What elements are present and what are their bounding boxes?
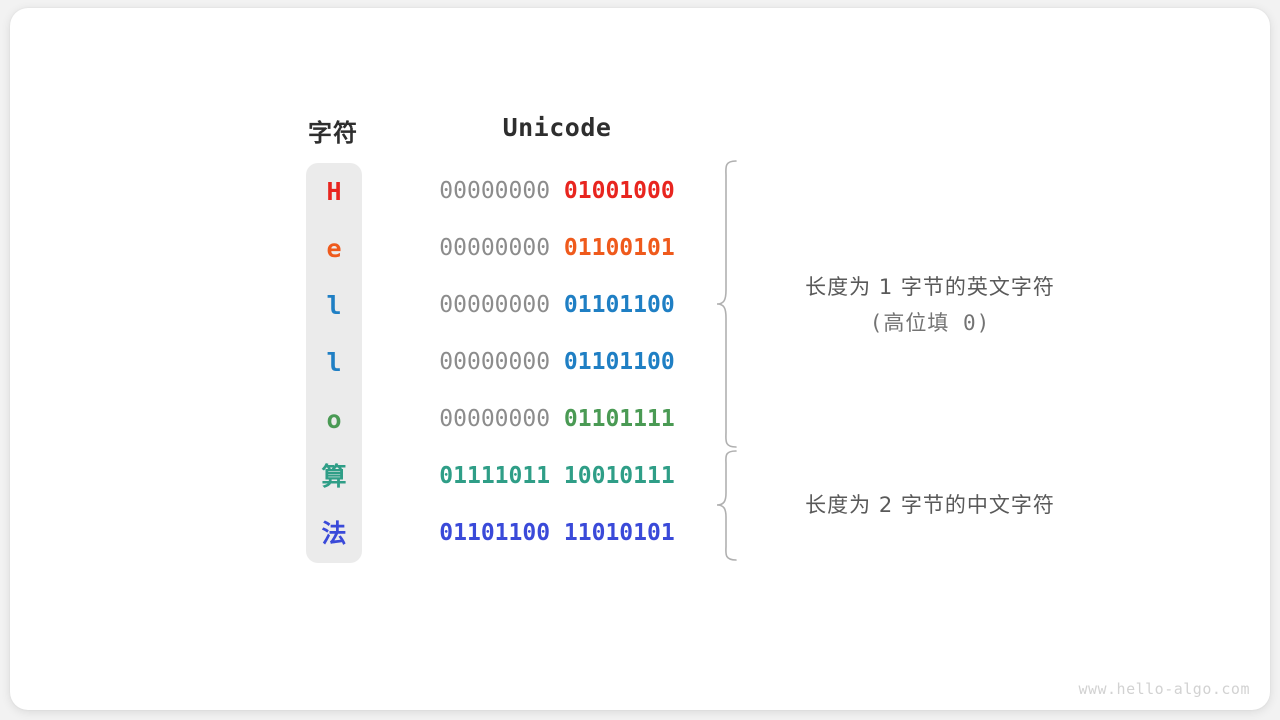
binary-code-row: 01111011 10010111: [417, 448, 697, 505]
high-byte: 00000000: [439, 406, 551, 432]
byte-separator: [550, 178, 564, 204]
byte-separator: [550, 406, 564, 432]
low-byte: 01101111: [563, 406, 675, 432]
char-cell: l: [326, 348, 342, 377]
high-byte: 00000000: [439, 349, 551, 375]
annotation-single-byte-line2: (高位填 0): [869, 311, 991, 335]
char-cell: 法: [321, 519, 347, 548]
low-byte: 01001000: [563, 178, 675, 204]
binary-code-row: 00000000 01101111: [417, 391, 697, 448]
annotation-double-byte-line1: 长度为 2 字节的中文字符: [805, 493, 1055, 517]
high-byte: 00000000: [439, 235, 551, 261]
binary-code-row: 00000000 01101100: [417, 277, 697, 334]
char-cell: l: [326, 291, 342, 320]
brace-double-byte: [716, 450, 737, 561]
char-cell: e: [326, 234, 342, 263]
low-byte: 11010101: [563, 520, 675, 546]
binary-code-row: 00000000 01001000: [417, 163, 697, 220]
binary-code-row: 00000000 01101100: [417, 334, 697, 391]
diagram-card: [10, 8, 1270, 710]
low-byte: 01100101: [563, 235, 675, 261]
char-column-background: [306, 163, 362, 563]
high-byte: 00000000: [439, 178, 551, 204]
byte-separator: [550, 235, 564, 261]
binary-code-row: 01101100 11010101: [417, 505, 697, 562]
column-header-unicode: Unicode: [502, 113, 612, 142]
column-header-char: 字符: [308, 120, 358, 147]
binary-code-row: 00000000 01100101: [417, 220, 697, 277]
byte-separator: [550, 520, 564, 546]
char-cell: o: [326, 405, 342, 434]
high-byte: 01111011: [439, 463, 551, 489]
watermark: www.hello-algo.com: [1078, 680, 1250, 698]
byte-separator: [550, 463, 564, 489]
brace-single-byte: [716, 160, 737, 448]
char-cell: H: [326, 177, 342, 206]
high-byte: 01101100: [439, 520, 551, 546]
high-byte: 00000000: [439, 292, 551, 318]
low-byte: 10010111: [563, 463, 675, 489]
low-byte: 01101100: [563, 349, 675, 375]
char-cell: 算: [321, 462, 347, 491]
byte-separator: [550, 349, 564, 375]
low-byte: 01101100: [563, 292, 675, 318]
byte-separator: [550, 292, 564, 318]
annotation-single-byte-line1: 长度为 1 字节的英文字符: [805, 275, 1055, 299]
